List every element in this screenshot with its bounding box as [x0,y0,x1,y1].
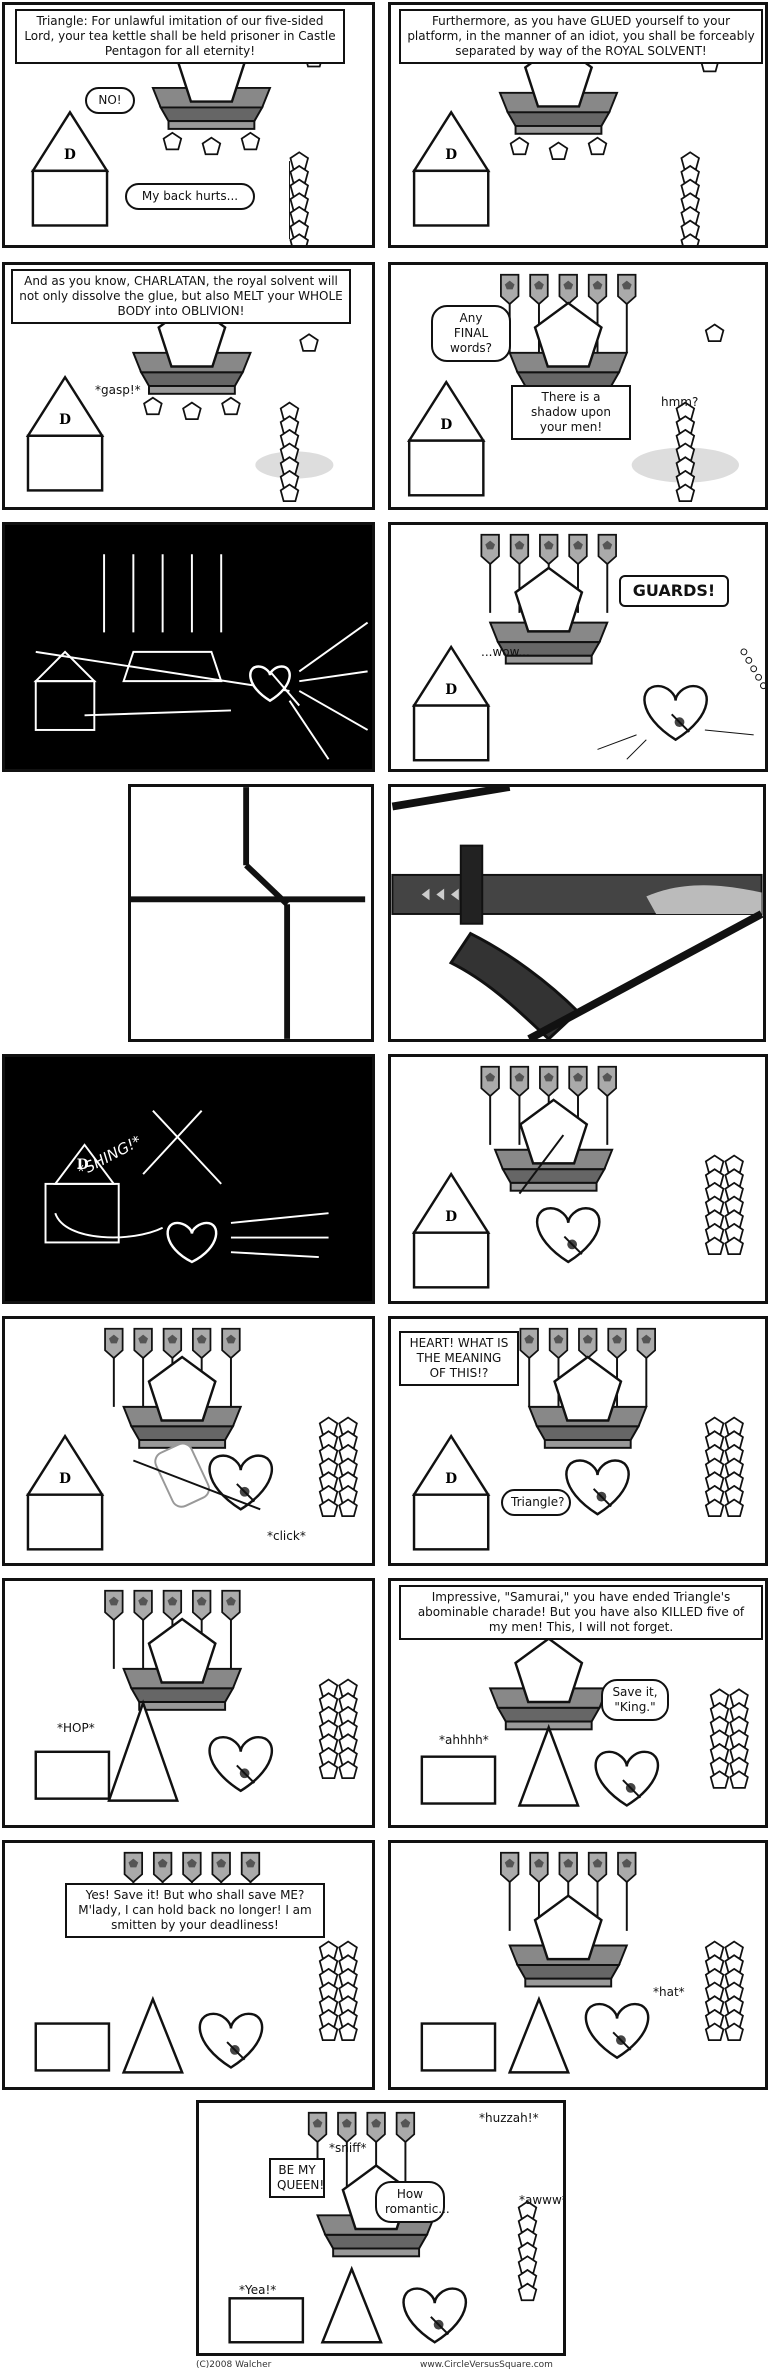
panel-13-art [34,1589,372,1802]
sound-effect: *ahhhh* [439,1733,489,1747]
panel-7-art [131,787,366,1039]
site-url: www.CircleVersusSquare.com [420,2360,553,2370]
panel-11: *click* [2,1316,375,1566]
speech-text: ...wow... [481,645,530,659]
shout-bubble: GUARDS! [619,575,729,607]
sound-effect: *huzzah!* [479,2111,539,2125]
sound-effect: *sniff* [329,2141,367,2155]
panel-16: *hat* [388,1840,768,2090]
panel-8-art [391,787,763,1039]
copyright: (C)2008 Walcher [196,2360,272,2370]
panel-6-art [412,533,765,762]
sound-effect: *hat* [653,1985,685,1999]
panel-12: HEART! WHAT IS THE MEANING OF THIS!? Tri… [388,1316,768,1566]
speech-text: hmm? [661,395,699,409]
svg-text:D: D [77,1157,89,1173]
sound-effect: *click* [267,1529,306,1543]
panel-5-art [33,554,369,760]
panel-1-art [31,36,324,245]
panel-2: Furthermore, as you have GLUED yourself … [388,2,768,248]
panel-13: *HOP* [2,1578,375,1828]
panel-10 [388,1054,768,1304]
panel-11-art [26,1327,372,1551]
speech-bubble: Triangle? [501,1489,571,1516]
panel-7 [128,784,374,1042]
speech-bubble: How romantic... [375,2181,450,2223]
sound-effect: *gasp!* [95,383,141,397]
panel-15-art [34,1851,372,2074]
caption: Furthermore, as you have GLUED yourself … [399,9,763,64]
panel-3: And as you know, CHARLATAN, the royal so… [2,262,375,510]
panel-14-art [420,1637,765,1807]
speech-bubble: My back hurts... [125,183,255,210]
panel-14: Impressive, "Samurai," you have ended Tr… [388,1578,768,1828]
speech-bubble: Yes! Save it! But who shall save ME? M'l… [65,1883,325,1938]
speech-bubble: BE MY QUEEN! [269,2158,325,2198]
panel-16-art [420,1851,765,2074]
sound-effect: *awww* [519,2193,566,2207]
shout-bubble: HEART! WHAT IS THE MEANING OF THIS!? [399,1331,519,1386]
panel-4: Any FINAL words? There is a shadow upon … [388,262,768,510]
panel-3-art [26,301,334,507]
speech-bubble: Save it, "King." [601,1679,669,1721]
panel-6: ...wow... GUARDS! [388,522,768,772]
caption: Impressive, "Samurai," you have ended Tr… [399,1585,763,1640]
panel-15: Yes! Save it! But who shall save ME? M'l… [2,1840,375,2090]
sound-effect: *Yea!* [239,2283,277,2297]
caption: And as you know, CHARLATAN, the royal so… [11,269,351,324]
panel-8 [388,784,766,1042]
panel-1: Triangle: For unlawful imitation of our … [2,2,375,248]
panel-5 [2,522,375,772]
panel-10-art [412,1065,765,1289]
guard-column [288,152,308,245]
panel-9-art: D [44,1110,329,1264]
sound-effect: *HOP* [57,1721,95,1735]
caption: Triangle: For unlawful imitation of our … [15,9,345,64]
speech-bubble: NO! [85,87,135,114]
panel-17-art [228,2111,563,2344]
speech-bubble: There is a shadow upon your men! [511,385,631,440]
panel-4-art [407,273,740,507]
speech-bubble: Any FINAL words? [431,305,511,362]
panel-9: D *SHING!* [2,1054,375,1304]
panel-17: BE MY QUEEN! *sniff* How romantic... *hu… [196,2100,566,2356]
